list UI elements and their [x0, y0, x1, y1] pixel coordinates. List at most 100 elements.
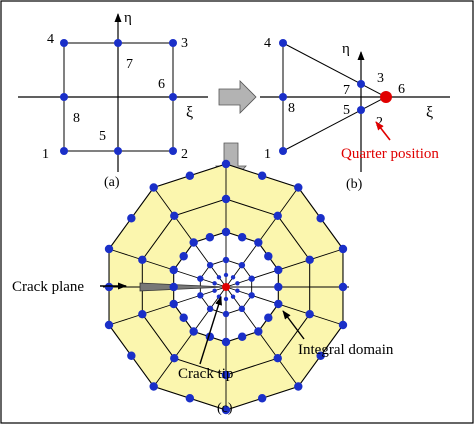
panel-b-node-2 — [357, 106, 365, 114]
mesh-node-inner — [254, 327, 263, 336]
mesh-node-outer — [294, 382, 303, 391]
mesh-node-core — [238, 261, 246, 269]
mesh-node-inner — [221, 337, 231, 347]
mesh-node-middle — [221, 194, 231, 204]
panel-c-caption: (c) — [217, 401, 233, 416]
mesh-node-outer-mid — [127, 351, 136, 360]
panel-a-node-label-6: 6 — [158, 77, 165, 92]
mesh-node-outer — [104, 244, 114, 254]
arrow-a-to-b — [218, 80, 257, 114]
mesh-node-outer-mid — [338, 282, 348, 292]
mesh-spoke — [108, 286, 227, 326]
mesh-node-middle — [138, 255, 147, 265]
mesh-node-inner — [274, 265, 283, 275]
mesh-node-inner — [189, 327, 198, 336]
crack-tip-label: Crack tip — [178, 366, 233, 382]
mesh-node-middle — [170, 211, 179, 221]
mesh-node-core — [197, 292, 204, 299]
mesh-node-middle — [221, 370, 231, 380]
mesh-node-inner-mid — [205, 233, 215, 242]
mesh-spoke — [225, 187, 299, 288]
panel-b-eta-label: η — [342, 41, 350, 57]
mesh-node-middle — [138, 309, 147, 319]
mesh-node-outer — [221, 405, 231, 415]
mesh-spoke — [108, 248, 227, 288]
panel-a-eta-label: η — [124, 10, 132, 26]
mesh-node-inner — [169, 299, 178, 309]
mesh-node-inner-mid — [237, 233, 247, 242]
panel-b-node-label-7: 7 — [343, 83, 350, 98]
mesh-node-middle — [305, 309, 314, 319]
panel-a-node-label-5: 5 — [99, 129, 106, 144]
mesh-node-tip — [235, 288, 240, 293]
quarter-position-label: Quarter position — [341, 146, 439, 162]
mesh-node-inner-mid — [274, 282, 283, 292]
mesh-node-outer — [104, 320, 114, 330]
mesh-node-tip — [216, 275, 222, 280]
mesh-node-inner-mid — [179, 313, 188, 322]
mesh-node-inner — [189, 238, 198, 247]
integral-domain-label: Integral domain — [298, 342, 394, 358]
mesh-node-core — [206, 261, 214, 269]
mesh-node-inner-mid — [264, 252, 273, 261]
mesh-node-middle — [305, 255, 314, 265]
crack-tip-marker — [222, 283, 230, 291]
panel-b-node-1 — [279, 147, 287, 155]
mesh-node-core — [238, 305, 246, 313]
mesh-node-core — [248, 292, 255, 299]
panel-b-caption: (b) — [346, 177, 363, 192]
mesh-node-middle — [273, 211, 282, 221]
quarter-position-arrow — [375, 121, 391, 141]
panel-b-node-4 — [279, 39, 287, 47]
mesh-node-tip — [235, 281, 240, 286]
mesh-node-outer-mid — [104, 282, 114, 292]
panel-a-node-1 — [60, 147, 68, 155]
crack-wedge — [139, 282, 227, 292]
mesh-node-tip — [223, 272, 229, 278]
mesh-spoke — [153, 286, 227, 387]
mesh-node-core — [222, 310, 230, 318]
panel-b-node-label-6: 6 — [398, 82, 405, 97]
panel-b-edge-top — [282, 42, 387, 98]
panel-b-edge-bottom — [282, 96, 387, 152]
mesh-spoke — [153, 187, 227, 288]
panel-a-node-5 — [114, 147, 122, 155]
panel-a-node-8 — [60, 93, 68, 101]
panel-a-node-3 — [169, 39, 177, 47]
mesh-node-outer-mid — [185, 171, 195, 180]
mesh-node-outer — [338, 244, 348, 254]
mesh-node-tip — [230, 294, 236, 299]
mesh-node-tip — [212, 288, 217, 293]
mesh-node-outer-mid — [185, 394, 195, 403]
mesh-node-outer — [149, 382, 158, 391]
mesh-node-inner — [221, 227, 231, 237]
mesh-node-tip — [230, 275, 236, 280]
mesh-node-outer-mid — [127, 214, 136, 223]
panel-a-node-label-8: 8 — [73, 111, 80, 126]
panel-a-node-6 — [169, 93, 177, 101]
panel-b-node-label-8: 8 — [288, 101, 295, 116]
mesh-node-outer — [294, 183, 303, 192]
panel-a-node-label-1: 1 — [42, 147, 49, 162]
panel-b-node-label-1: 1 — [264, 147, 271, 162]
panel-a-node-label-7: 7 — [126, 57, 133, 72]
panel-a: 1 2 3 4 5 6 7 8 η ξ (a) — [18, 10, 208, 190]
mesh-node-tip — [223, 296, 229, 302]
mesh-node-inner-mid — [237, 332, 247, 341]
mesh-node-core — [222, 256, 230, 264]
panel-b-node-label-3: 3 — [377, 71, 384, 86]
mesh-node-outer — [221, 159, 231, 169]
mesh-node-core — [206, 305, 214, 313]
panel-a-node-label-3: 3 — [181, 36, 188, 51]
panel-b-node-label-5: 5 — [343, 103, 350, 118]
mesh-node-inner-mid — [179, 252, 188, 261]
mesh-node-outer — [149, 183, 158, 192]
panel-a-node-4 — [60, 39, 68, 47]
mesh-node-inner — [254, 238, 263, 247]
mesh-spoke — [225, 286, 344, 326]
panel-c: Crack plane Crack tip Integral domain (c… — [12, 159, 394, 416]
panel-b-node-label-4: 4 — [264, 36, 271, 51]
